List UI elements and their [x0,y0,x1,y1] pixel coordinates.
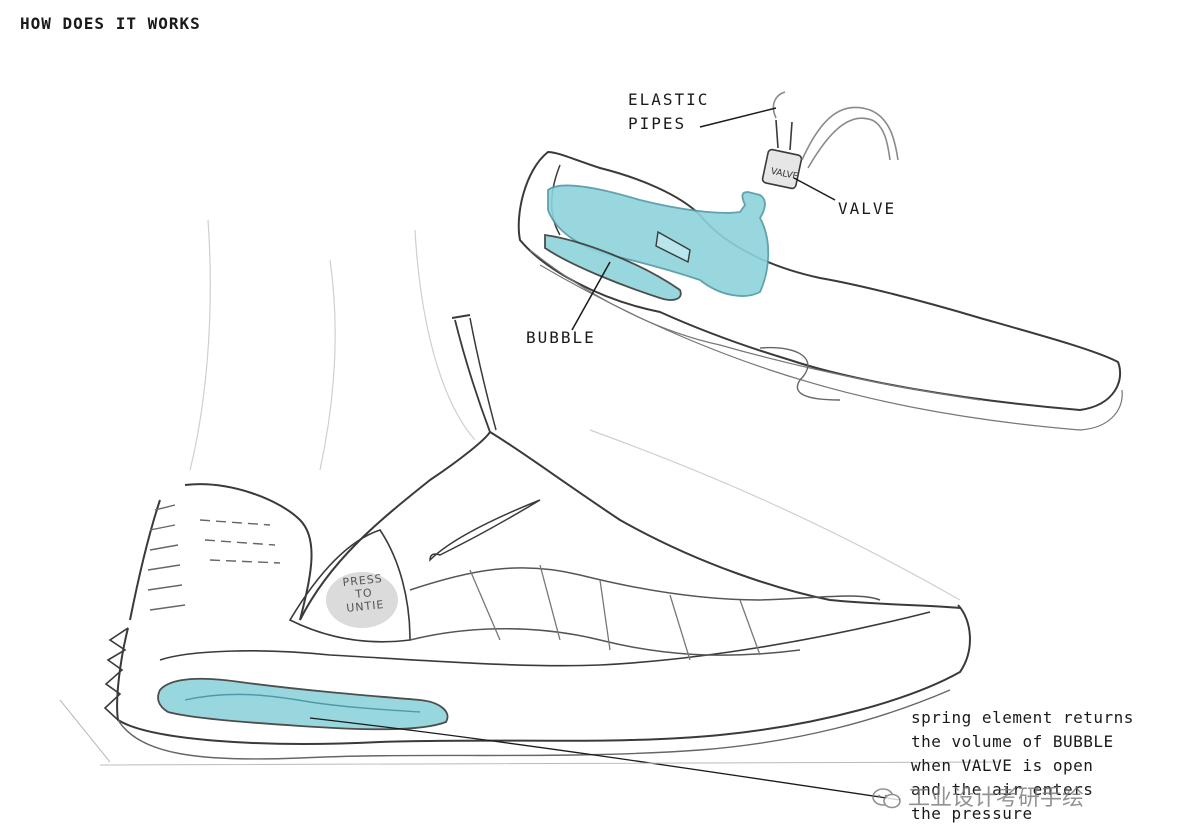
shoe-sketch [103,314,971,760]
bubble-label: BUBBLE [526,328,596,347]
lower-bubble [157,677,449,731]
page-title: HOW DOES IT WORKS [20,14,201,33]
note-line: the volume of BUBBLE [911,732,1114,751]
leader-lines [571,107,836,331]
wechat-icon [872,788,901,809]
valve-and-pipes [761,91,899,190]
note-leader [309,717,901,801]
upper-bubble [544,184,770,301]
note-line: spring element returns [911,708,1134,727]
press-button-shade [326,572,398,628]
ground-line [59,699,1001,766]
elastic-pipes-line2: PIPES [628,114,687,133]
press-to-untie-label: PRESS TO UNTIE [332,571,396,616]
leg-sketch [189,219,961,601]
explanation-note: spring element returns the volume of BUB… [911,706,1196,826]
note-line: and the air enters [911,780,1094,799]
watermark: 工业设计考研手绘 [872,780,1084,812]
watermark-text: 工业设计考研手绘 [908,786,1085,811]
valve-label: VALVE [838,199,897,218]
elastic-pipes-label: ELASTIC PIPES [628,88,709,136]
note-line: when VALVE is open [911,756,1094,775]
elastic-pipes-line1: ELASTIC [628,90,710,109]
